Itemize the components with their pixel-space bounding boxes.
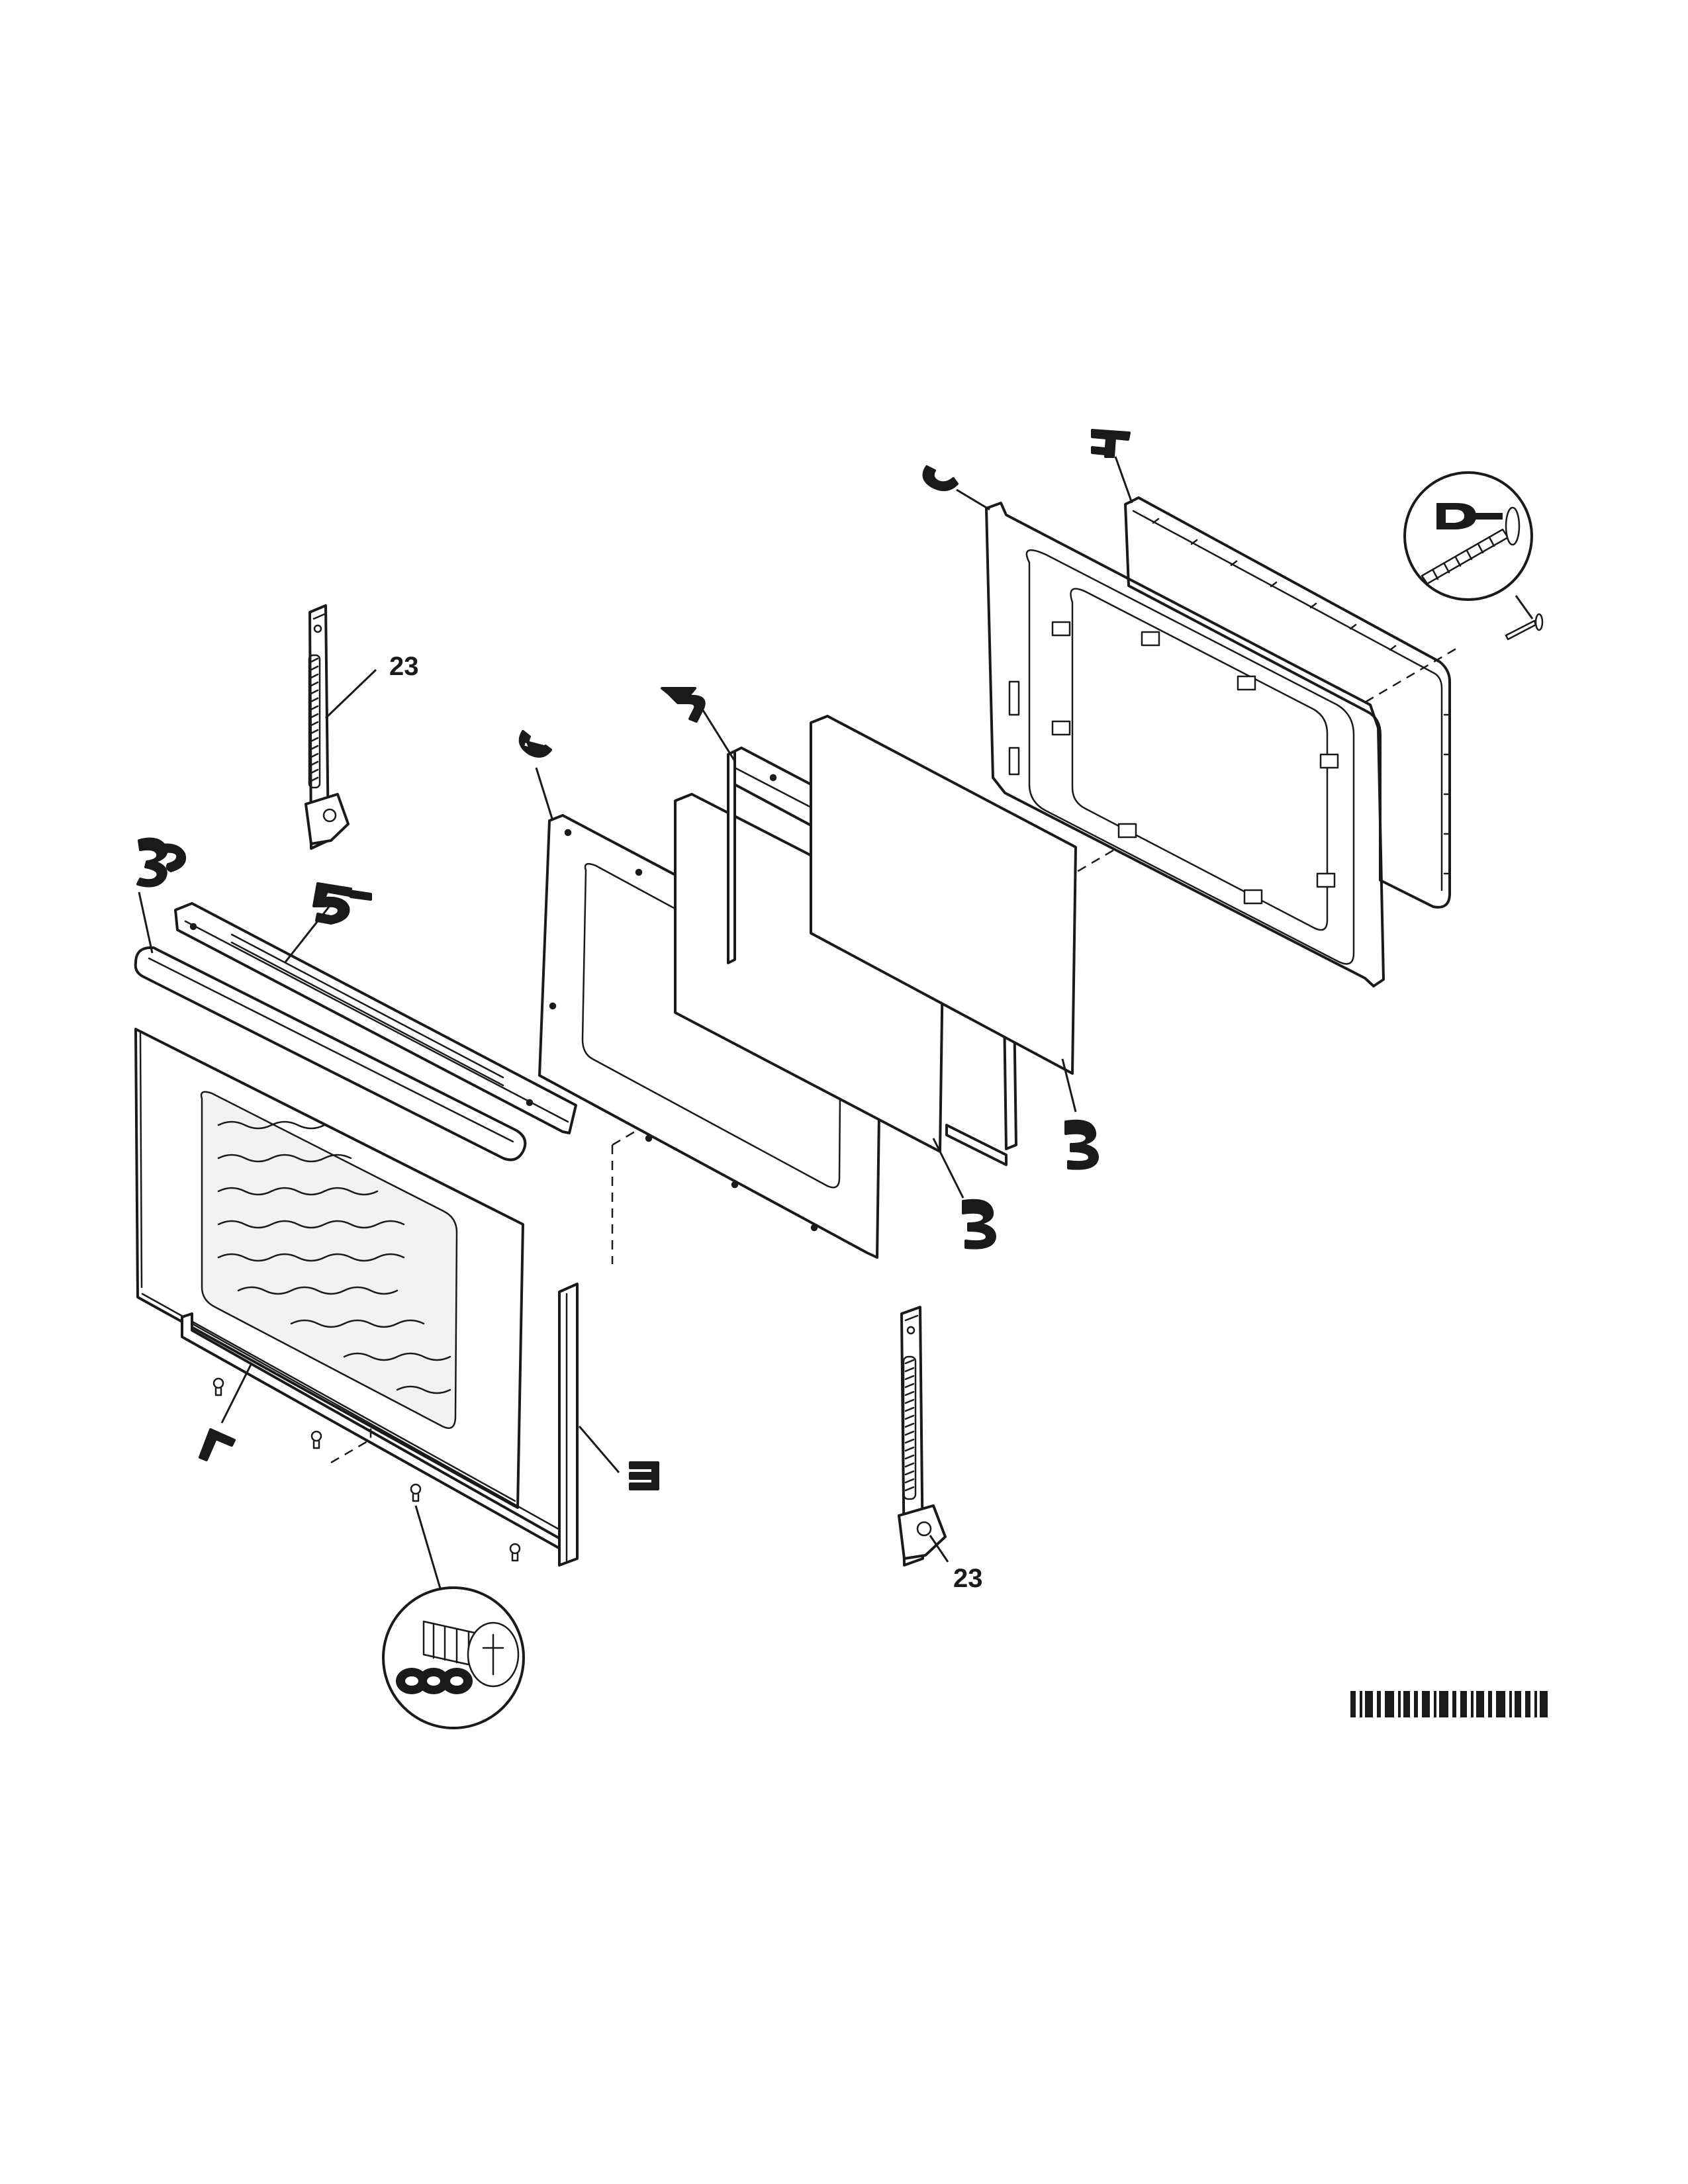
door-top-trim	[174, 882, 577, 1134]
bolt-detail-code-glyph	[1436, 503, 1503, 529]
callout-back-liner-glyph	[922, 465, 959, 492]
gasket-clips	[1152, 518, 1451, 875]
door-window-texture	[217, 1120, 451, 1394]
liner-brackets	[1008, 621, 1339, 905]
callout-side-trim-glyph	[629, 1461, 659, 1490]
screw-1	[212, 1377, 224, 1396]
screw-3	[410, 1483, 422, 1502]
hinge-lower: 23	[898, 1306, 983, 1593]
callout-handle-glyph	[136, 837, 186, 887]
bolt-detail-magnifier	[1403, 471, 1544, 641]
callout-inner-frame-glyph	[518, 730, 552, 758]
screw-detail-magnifier	[382, 1505, 525, 1729]
door-gasket	[1091, 429, 1451, 909]
door-back-liner	[922, 465, 1385, 987]
door-handle	[134, 837, 527, 1161]
screw-2	[310, 1430, 322, 1449]
bolt-detail-image	[1421, 506, 1521, 585]
glass-panel-front	[674, 793, 996, 1250]
callout-hinge-upper: 23	[389, 652, 419, 681]
hinge-upper: 23	[305, 604, 419, 850]
door-outer-panel	[134, 1028, 524, 1509]
callout-glass-front-glyph	[962, 1199, 996, 1250]
door-screws	[212, 1377, 521, 1562]
callout-hinge-lower: 23	[953, 1564, 983, 1593]
screw-detail-code-glyph	[396, 1668, 473, 1694]
callout-trim-glyph	[312, 882, 372, 925]
screw-4	[509, 1543, 521, 1562]
callout-glass-frame-glyph	[661, 687, 706, 723]
bolt-small	[1505, 613, 1544, 641]
drawing-code	[1350, 1691, 1548, 1717]
door-side-trim	[558, 1283, 659, 1567]
screw-detail-image	[422, 1620, 520, 1688]
callout-bottom-trim-glyph	[199, 1428, 236, 1461]
callout-gasket-glyph	[1091, 429, 1131, 458]
door-window-area	[200, 1091, 458, 1430]
hinge-lower-spring	[902, 1355, 917, 1500]
callout-glass-rear-glyph	[1064, 1119, 1099, 1170]
hinge-upper-spring	[308, 654, 321, 789]
drawing-code-barcode	[1350, 1691, 1548, 1717]
glass-panel-rear	[810, 715, 1099, 1170]
